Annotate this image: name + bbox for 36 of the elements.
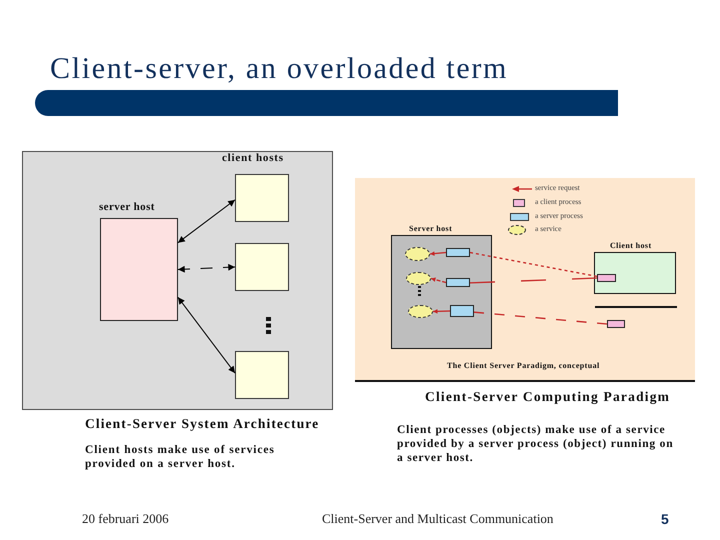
- arrow: [430, 277, 446, 284]
- server-process-box: [446, 278, 470, 287]
- service-ellipse: [405, 247, 430, 261]
- arrow: [430, 251, 446, 256]
- figure-description: Client processes (objects) make use of a service provided by a server process (object) running on a server host.: [397, 424, 674, 466]
- box-heading: Server host: [409, 224, 452, 234]
- figure-title: Client-Server Computing Paradigm: [425, 389, 670, 406]
- footer-title: Client-Server and Multicast Communication: [322, 511, 554, 527]
- connector-line: [470, 252, 598, 278]
- client-process-box: [607, 320, 625, 328]
- client-box: [235, 243, 289, 291]
- server-process-box: [446, 248, 470, 257]
- arrow: [178, 264, 236, 273]
- arrow: [432, 309, 450, 314]
- connector-line: [474, 312, 608, 325]
- page-number: 5: [661, 511, 669, 528]
- slide-title: Client-server, an overloaded term: [50, 51, 508, 87]
- service-ellipse: [408, 305, 433, 318]
- client-process-box: [597, 274, 616, 282]
- figure-description: Client hosts make use of services provided on a server host.: [85, 444, 276, 472]
- title-bar: [35, 90, 618, 116]
- figure-panel: [355, 178, 695, 382]
- footer-date: 20 februari 2006: [82, 511, 169, 527]
- figure-panel: [22, 151, 333, 410]
- group-label: client hosts: [222, 152, 284, 166]
- service-ellipse: [406, 272, 431, 285]
- client-box: [235, 351, 289, 399]
- server-process-box: [450, 305, 474, 317]
- figure-caption: The Client Server Paradigm, conceptual: [447, 361, 600, 371]
- connector-line: [470, 277, 598, 284]
- box-heading: Client host: [610, 241, 652, 251]
- client-box: [235, 174, 289, 222]
- figure-title: Client-Server System Architecture: [85, 416, 320, 432]
- box-heading: server host: [99, 201, 155, 214]
- arrow: [178, 199, 236, 244]
- arrow: [178, 296, 236, 374]
